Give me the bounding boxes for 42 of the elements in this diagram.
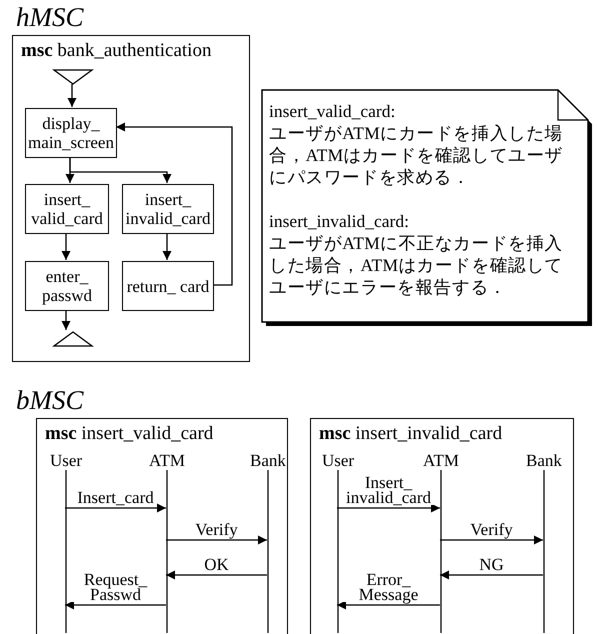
arrow — [337, 504, 440, 512]
arrow — [166, 536, 267, 544]
lifeline-name: User — [320, 450, 356, 470]
lifeline-name: Bank — [250, 450, 286, 470]
arrow — [62, 233, 70, 260]
process-box: return_ card — [122, 261, 214, 311]
arrow — [65, 504, 166, 512]
lifeline-name: Bank — [525, 450, 563, 470]
message-label: Verify — [469, 522, 514, 537]
arrow — [166, 570, 267, 580]
arrow — [116, 122, 233, 286]
start-triangle — [53, 69, 93, 85]
note-text: ユーザがATMに不正なカードを挿入した場合，ATMはカードを確認してユーザにエラーを報告する． — [269, 232, 564, 298]
lifeline-name: User — [48, 450, 84, 470]
arrow — [337, 600, 440, 610]
arrow — [440, 536, 543, 544]
note-heading: insert_valid_card: — [269, 100, 396, 122]
arrow — [62, 310, 70, 330]
lifeline-name: ATM — [149, 450, 185, 470]
process-box: insert_ invalid_card — [122, 184, 214, 234]
msc-frame — [12, 35, 250, 362]
end-triangle — [53, 331, 93, 347]
process-box: enter_ passwd — [25, 261, 109, 311]
process-box: insert_ valid_card — [25, 184, 109, 234]
message-label: NG — [478, 557, 505, 572]
arrow — [69, 157, 172, 183]
frame-heading: msc insert_invalid_card — [319, 423, 502, 445]
message-label: OK — [203, 557, 230, 572]
arrow — [440, 570, 543, 580]
message-label: Verify — [194, 522, 239, 537]
frame-heading: msc bank_authentication — [21, 40, 212, 62]
section-title: hMSC — [16, 3, 84, 31]
note-text: ユーザがATMにカードを挿入した場合，ATMはカードを確認してユーザにパスワードを求める． — [269, 122, 564, 188]
lifeline-name: ATM — [423, 450, 459, 470]
arrow — [65, 600, 166, 610]
arrow — [68, 84, 76, 107]
section-title: bMSC — [16, 386, 84, 414]
arrow — [162, 233, 172, 260]
frame-heading: msc insert_valid_card — [45, 423, 214, 445]
message-label: Insert_card — [76, 490, 155, 505]
note-heading: insert_invalid_card: — [269, 210, 410, 232]
process-box: display_ main_screen — [25, 108, 117, 158]
